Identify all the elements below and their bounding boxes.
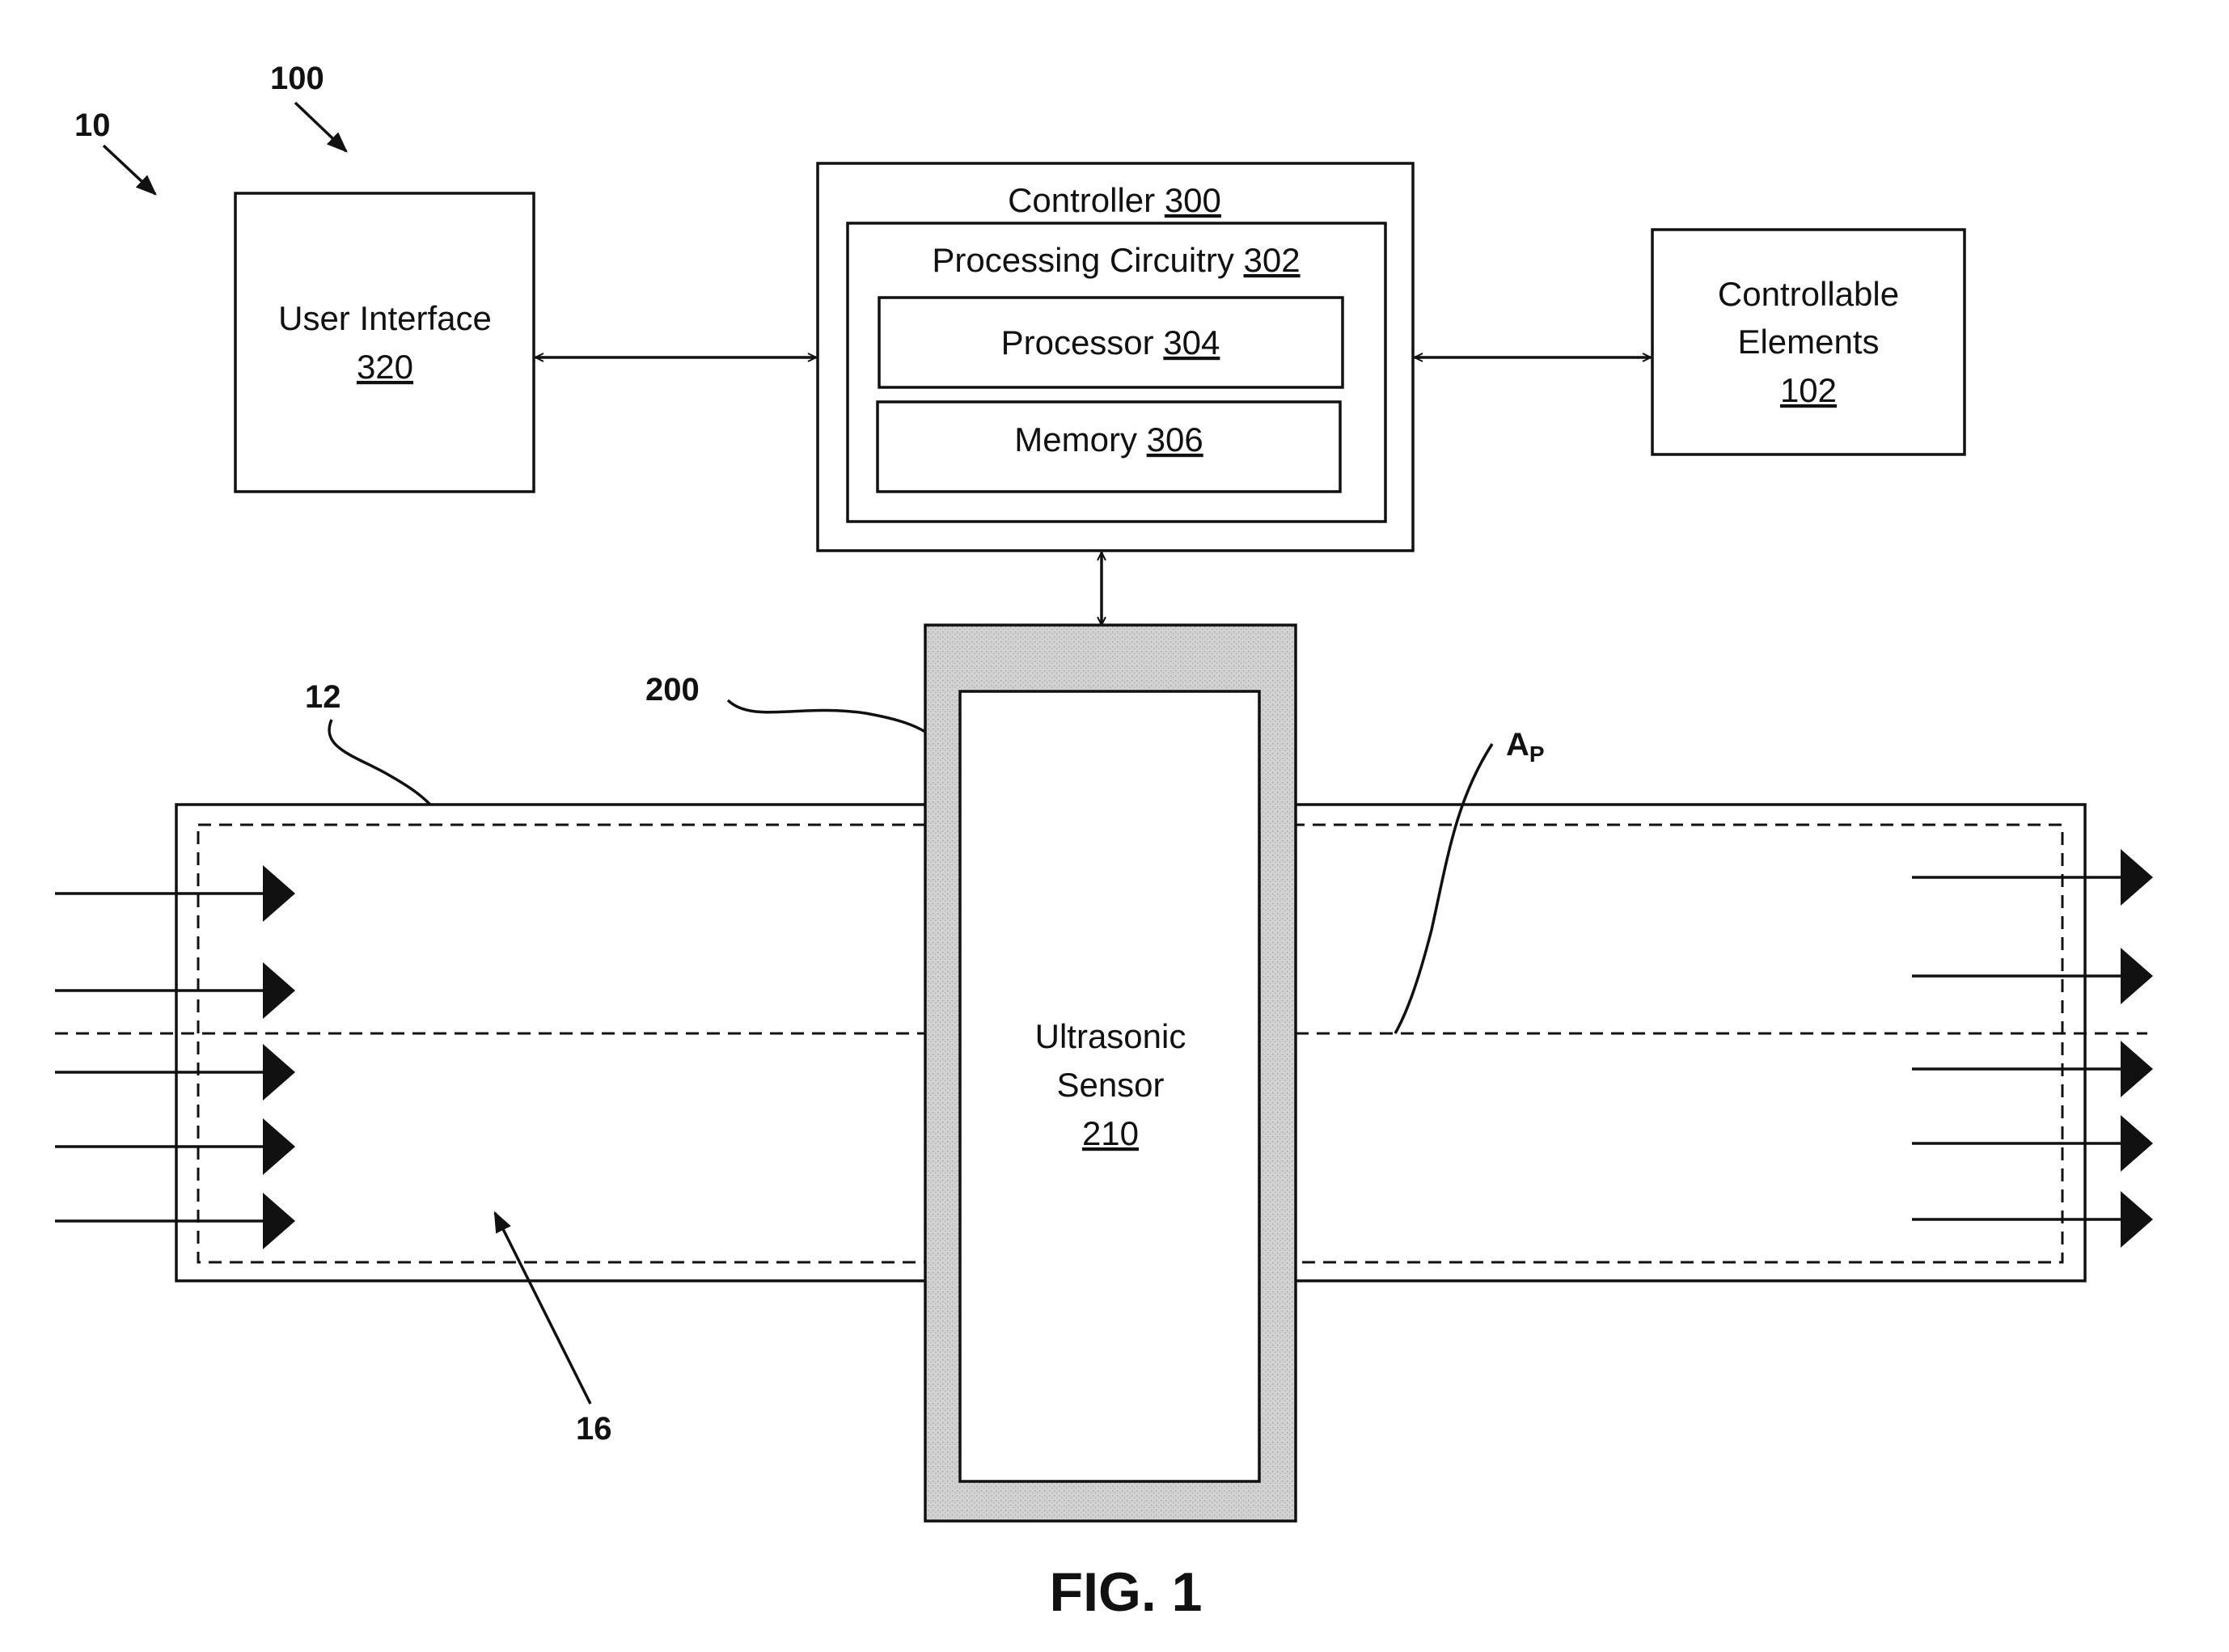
ref-16-arrow	[493, 1210, 592, 1405]
ultrasonic-sensor-assembly: Ultrasonic Sensor 210	[924, 623, 1297, 1523]
inlet-flow-arrows	[55, 865, 295, 1249]
ref-200-label: 200	[645, 672, 700, 708]
processor-box	[878, 296, 1344, 389]
ref-200-leader	[726, 699, 926, 733]
controllable-elements-label-line2: Elements	[1737, 323, 1879, 361]
ref-axis-ap: AP	[1394, 727, 1545, 1034]
processor-title: Processor 304	[1001, 323, 1220, 361]
axis-leader	[1394, 743, 1494, 1034]
controller-label: Controller	[1008, 181, 1155, 219]
processing-circuitry-title: Processing Circuitry 302	[932, 241, 1300, 279]
inlet-arrow-2-head	[263, 962, 295, 1019]
controllable-elements-number: 102	[1780, 371, 1837, 409]
outlet-arrow-1-head	[2121, 849, 2153, 906]
ref-16-label: 16	[576, 1411, 612, 1447]
axis-label: AP	[1506, 727, 1545, 767]
processing-circuitry-number: 302	[1244, 241, 1301, 279]
ref-100-arrow	[294, 101, 348, 153]
user-interface-block: User Interface 320	[234, 192, 535, 493]
ref-10-arrow	[102, 144, 157, 196]
memory-box	[876, 400, 1342, 493]
ref-200: 200	[645, 672, 926, 733]
inlet-arrow-3-head	[263, 1044, 295, 1101]
user-interface-label: User Interface	[278, 299, 492, 337]
ultrasonic-sensor-label-line2: Sensor	[1056, 1066, 1164, 1104]
outlet-arrow-5-head	[2121, 1191, 2153, 1248]
ultrasonic-sensor-label-line1: Ultrasonic	[1035, 1017, 1186, 1055]
ref-10: 10	[74, 108, 157, 196]
ref-100: 100	[270, 61, 348, 153]
controller-block: Controller 300 Processing Circuitry 302 …	[816, 162, 1415, 552]
memory-label: Memory	[1014, 420, 1137, 458]
outlet-arrow-2-head	[2121, 948, 2153, 1004]
ultrasonic-sensor-box	[958, 690, 1261, 1483]
processing-circuitry-label: Processing Circuitry	[932, 241, 1233, 279]
controllable-elements-label-line1: Controllable	[1718, 275, 1899, 313]
outlet-arrow-4-head	[2121, 1115, 2153, 1172]
memory-title: Memory 306	[1014, 420, 1203, 458]
outlet-arrow-3-head	[2121, 1041, 2153, 1097]
inlet-arrow-1-head	[263, 865, 295, 922]
controllable-elements-block: Controllable Elements 102	[1651, 228, 1966, 456]
axis-label-main: A	[1506, 727, 1529, 763]
figure-caption: FIG. 1	[1050, 1561, 1203, 1623]
processor-label: Processor	[1001, 323, 1154, 361]
controller-number: 300	[1165, 181, 1221, 219]
inlet-arrow-5-head	[263, 1193, 295, 1249]
processor-number: 304	[1163, 323, 1220, 361]
axis-label-subscript: P	[1529, 741, 1545, 767]
ref-12-leader	[328, 719, 432, 806]
ref-16: 16	[493, 1210, 612, 1447]
user-interface-box	[234, 192, 535, 493]
ref-100-label: 100	[270, 61, 324, 96]
ref-12-label: 12	[305, 679, 341, 715]
ultrasonic-sensor-number: 210	[1082, 1114, 1139, 1152]
ref-12: 12	[305, 679, 432, 806]
inlet-arrow-4-head	[263, 1118, 295, 1175]
outlet-flow-arrows	[1912, 849, 2153, 1248]
controllable-elements-box	[1651, 228, 1966, 456]
user-interface-number: 320	[357, 348, 413, 386]
controller-title: Controller 300	[1008, 181, 1221, 219]
ref-10-label: 10	[74, 108, 111, 143]
memory-number: 306	[1147, 420, 1203, 458]
